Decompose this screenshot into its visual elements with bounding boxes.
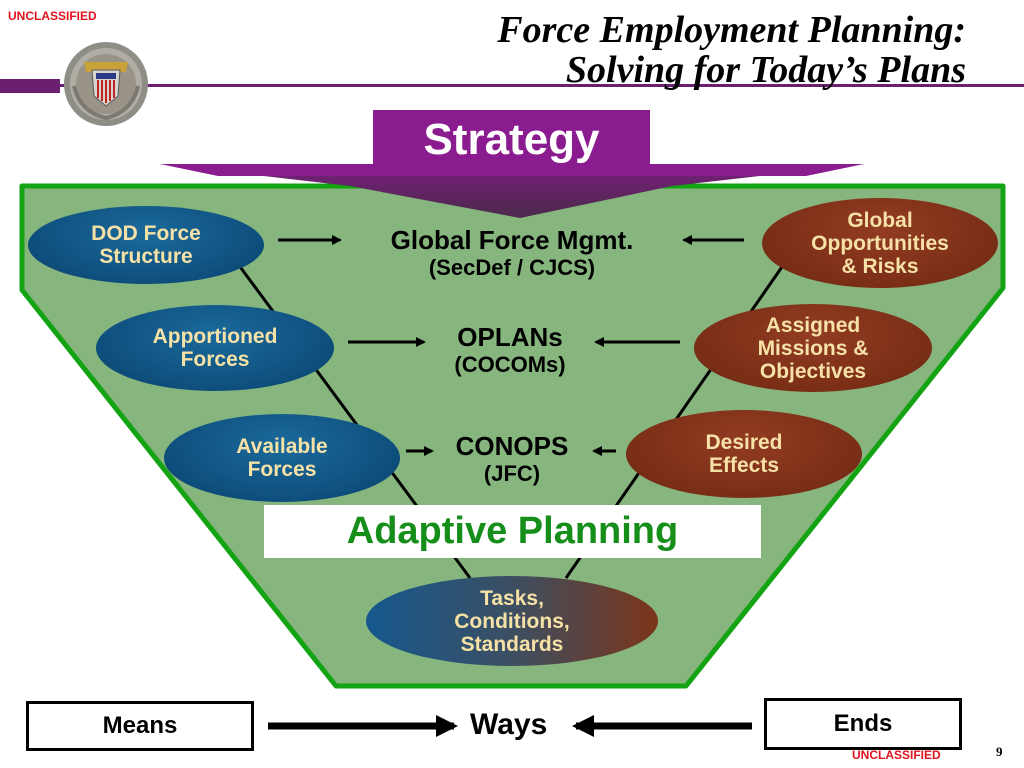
center-sub-label: (COCOMs) — [454, 352, 566, 377]
joint-chiefs-seal-icon — [64, 42, 148, 126]
center-main-label: CONOPS — [455, 431, 569, 461]
center-sub-label: (SecDef / CJCS) — [428, 255, 596, 280]
means-box: Means — [26, 701, 254, 751]
ellipse-apportioned-forces: Apportioned Forces — [96, 305, 334, 391]
ellipse-available-forces: Available Forces — [164, 414, 400, 502]
ways-label: Ways — [470, 708, 548, 741]
strategy-wedge — [160, 164, 864, 218]
ellipse-tasks-conditions-standards: Tasks, Conditions, Standards — [366, 576, 658, 666]
ellipse-label-line: Forces — [247, 458, 317, 481]
ends-box: Ends — [764, 698, 962, 750]
ellipse-label-line: Objectives — [759, 359, 867, 383]
ellipse-label-line: Desired — [705, 431, 783, 454]
ellipse-assigned-missions: Assigned Missions & Objectives — [694, 304, 932, 392]
ellipse-label-line: Missions & — [757, 336, 869, 360]
adaptive-planning-box: Adaptive Planning — [264, 505, 761, 558]
center-global-force-mgmt: Global Force Mgmt. (SecDef / CJCS) — [362, 226, 662, 281]
ellipse-label-line: Conditions, — [454, 609, 570, 633]
ellipse-desired-effects: Desired Effects — [626, 410, 862, 498]
classification-top: UNCLASSIFIED — [8, 9, 97, 23]
strategy-box: Strategy — [373, 110, 650, 170]
ellipse-label-line: Structure — [99, 245, 193, 268]
center-main-label: Global Force Mgmt. — [390, 225, 634, 255]
ellipse-label-line: Available — [236, 435, 328, 458]
title-line-2: Solving for Today’s Plans — [565, 49, 966, 91]
strategy-wedge-top — [160, 164, 864, 176]
purple-bar-left — [0, 79, 60, 93]
ellipse-label-line: Standards — [460, 632, 564, 656]
ellipse-global-opportunities: Global Opportunities & Risks — [762, 198, 998, 288]
ellipse-dod-force-structure: DOD Force Structure — [28, 206, 264, 284]
page-number: 9 — [996, 744, 1003, 759]
title-line-1: Force Employment Planning: — [497, 9, 966, 51]
center-sub-label: (JFC) — [483, 461, 541, 486]
ellipse-label-line: Apportioned — [152, 325, 278, 348]
center-main-label: OPLANs — [457, 322, 563, 352]
ellipse-label-line: Effects — [708, 454, 779, 477]
page-title: Force Employment Planning: Solving for T… — [497, 10, 966, 90]
ellipse-label-line: Forces — [180, 348, 250, 371]
ellipse-label-line: Assigned — [765, 313, 861, 337]
ellipse-label-line: Opportunities — [811, 231, 949, 255]
ellipse-label-line: DOD Force — [91, 222, 201, 245]
center-oplans: OPLANs (COCOMs) — [360, 323, 660, 378]
center-conops: CONOPS (JFC) — [362, 432, 662, 487]
classification-bottom: UNCLASSIFIED — [852, 748, 941, 762]
ellipse-label-line: & Risks — [841, 254, 919, 278]
ellipse-label-line: Tasks, — [480, 586, 544, 610]
purple-bar-line — [60, 84, 1024, 87]
ellipse-label-line: Global — [847, 208, 913, 232]
